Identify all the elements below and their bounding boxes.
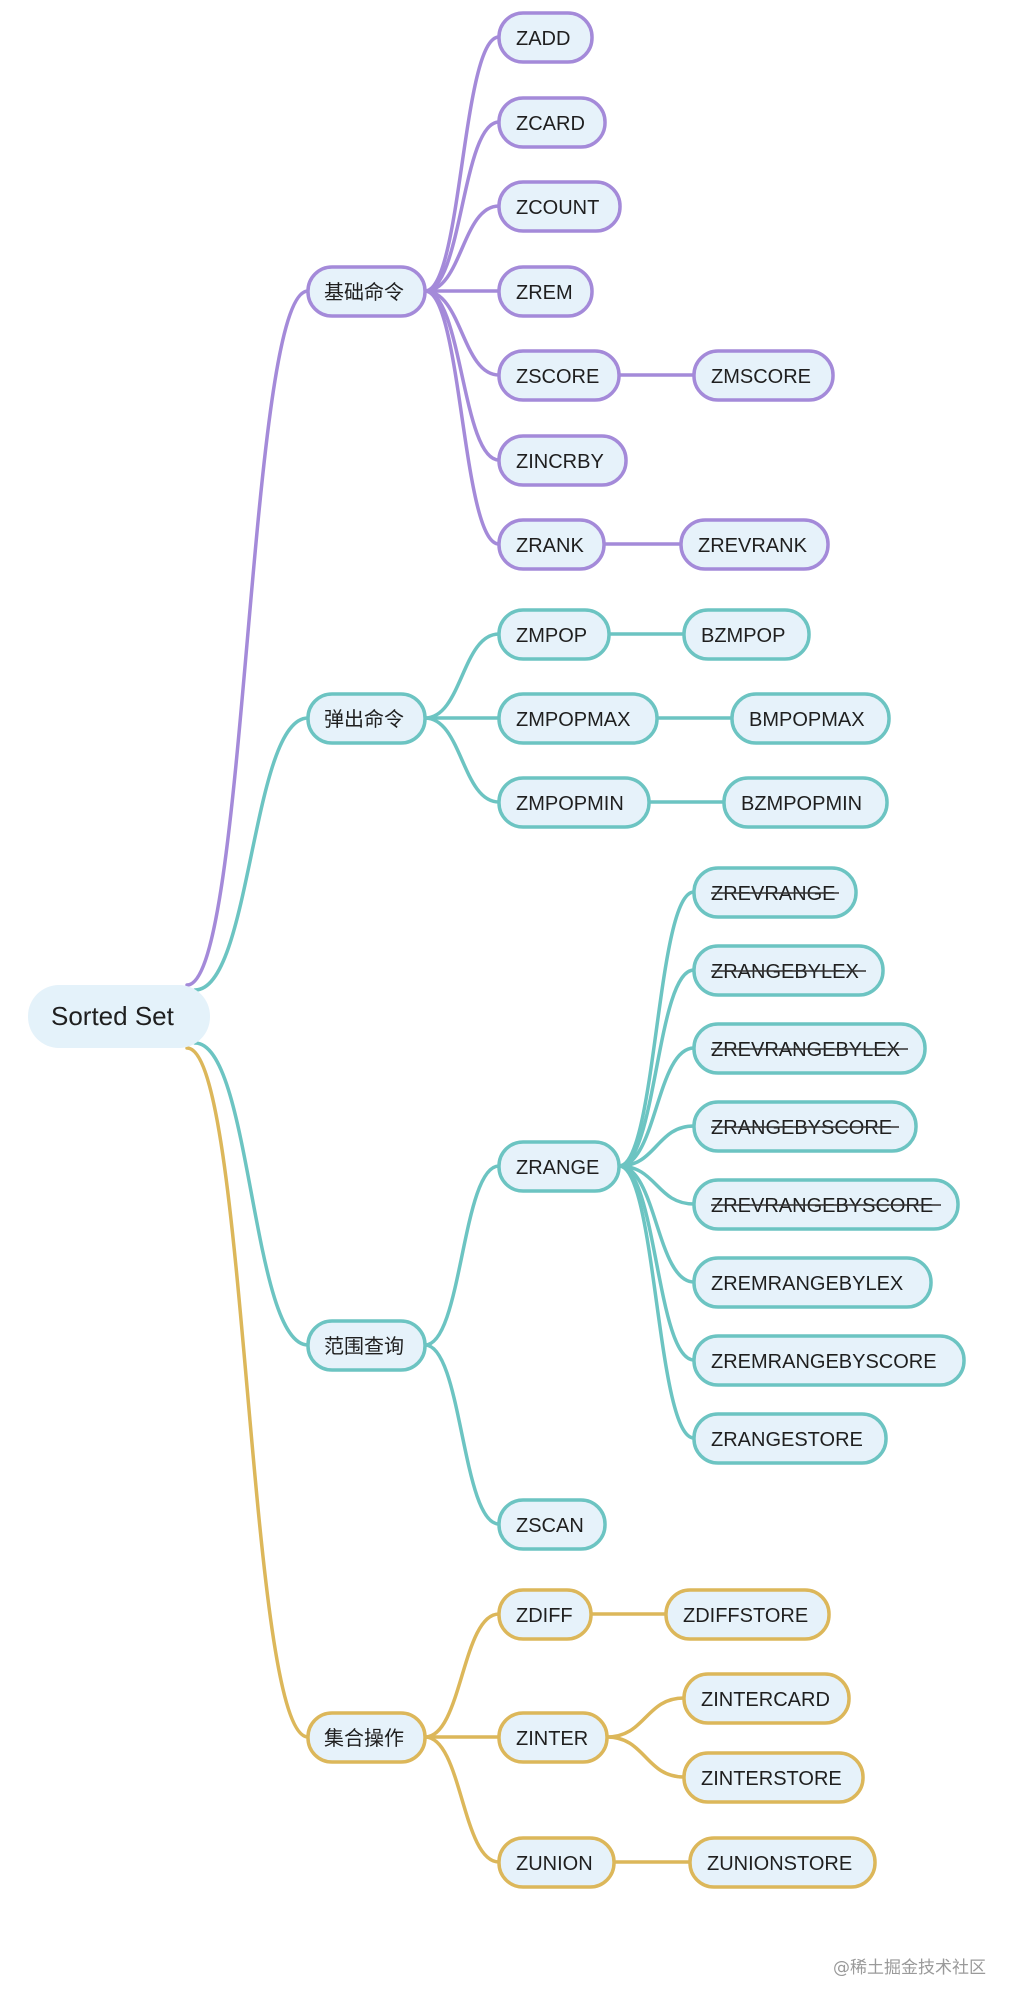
branch-pop-commands-label: 弹出命令 [324,708,404,731]
edge-basic-zrank [423,289,501,546]
branch-range-query: 范围查询 ZRANGE ZREVRANGE ZRANGEBYLEX ZREVRA… [306,866,966,1551]
edge-zrange-5 [617,1164,696,1206]
watermark: @稀土掘金技术社区 [833,1958,986,1978]
edge-basic-zcard [423,120,501,293]
node-zcard: ZCARD [516,113,585,135]
node-zmpop: ZMPOP [516,625,587,647]
edge-zrange-8 [617,1164,696,1440]
node-zadd: ZADD [516,28,570,50]
edge-basic-zcount [423,204,501,293]
edge-range-zscan [423,1343,501,1526]
root-node-label: Sorted Set [51,1001,175,1031]
branch-set-operations: 集合操作 ZDIFF ZDIFFSTORE ZINTER ZINTERCARD … [306,1588,877,1889]
edge-zrange-4 [617,1124,696,1168]
node-zscan: ZSCAN [516,1515,584,1537]
node-zrangestore: ZRANGESTORE [711,1429,863,1451]
edge-root-pop [193,716,310,992]
edge-zinter-zinterstore [605,1735,686,1779]
edge-basic-zincrby [423,289,501,462]
edge-basic-zscore [423,289,501,377]
node-zremrangebylex: ZREMRANGEBYLEX [711,1273,903,1295]
node-zmscore: ZMSCORE [711,366,811,388]
node-zdiffstore: ZDIFFSTORE [683,1605,808,1627]
edge-root-set [185,1046,310,1739]
node-zrevrange: ZREVRANGE [711,883,835,905]
node-zrevrank: ZREVRANK [698,535,808,557]
edge-basic-zadd [423,35,501,293]
edge-set-zunion [423,1735,501,1864]
edge-root-basic [185,289,310,987]
edge-zinter-zintercard [605,1696,686,1739]
node-zmpopmax: ZMPOPMAX [516,709,630,731]
node-zrange: ZRANGE [516,1157,599,1179]
node-zrem: ZREM [516,282,573,304]
node-zrevrangebyscore: ZREVRANGEBYSCORE [711,1195,933,1217]
node-zinter: ZINTER [516,1728,588,1750]
edge-zrange-1 [617,890,696,1168]
edge-set-zdiff [423,1612,501,1739]
node-zinterstore: ZINTERSTORE [701,1768,842,1790]
edge-zrange-7 [617,1164,696,1362]
edge-root-range [193,1041,310,1347]
node-bzmpopmin: BZMPOPMIN [741,793,862,815]
branch-set-operations-label: 集合操作 [324,1727,404,1750]
branch-range-query-label: 范围查询 [324,1335,404,1358]
node-zrangebylex: ZRANGEBYLEX [711,961,859,983]
edge-pop-zmpopmin [423,716,501,804]
node-zrangebyscore: ZRANGEBYSCORE [711,1117,892,1139]
edge-pop-zmpop [423,632,501,720]
node-zrank: ZRANK [516,535,584,557]
node-zunionstore: ZUNIONSTORE [707,1853,852,1875]
node-bzmpop: BZMPOP [701,625,785,647]
edge-zrange-3 [617,1046,696,1168]
node-zscore: ZSCORE [516,366,599,388]
branch-pop-commands: 弹出命令 ZMPOP BZMPOP ZMPOPMAX BMPOPMAX ZMPO… [306,608,891,829]
edge-zrange-2 [617,968,696,1168]
node-zdiff: ZDIFF [516,1605,573,1627]
branch-basic-commands-label: 基础命令 [324,281,404,304]
branch-basic-commands: 基础命令 ZADD ZCARD ZCOUNT ZREM ZSCORE ZMSCO… [306,11,835,571]
node-zunion: ZUNION [516,1853,593,1875]
node-bmpopmax: BMPOPMAX [749,709,865,731]
edges [185,35,734,1864]
edge-range-zrange [423,1164,501,1347]
root-node: Sorted Set [28,985,210,1048]
node-zincrby: ZINCRBY [516,451,604,473]
node-zcount: ZCOUNT [516,197,599,219]
node-zremrangebyscore: ZREMRANGEBYSCORE [711,1351,937,1373]
node-zrevrangebylex: ZREVRANGEBYLEX [711,1039,900,1061]
node-zmpopmin: ZMPOPMIN [516,793,624,815]
node-zintercard: ZINTERCARD [701,1689,830,1711]
root-node-box [28,985,210,1048]
